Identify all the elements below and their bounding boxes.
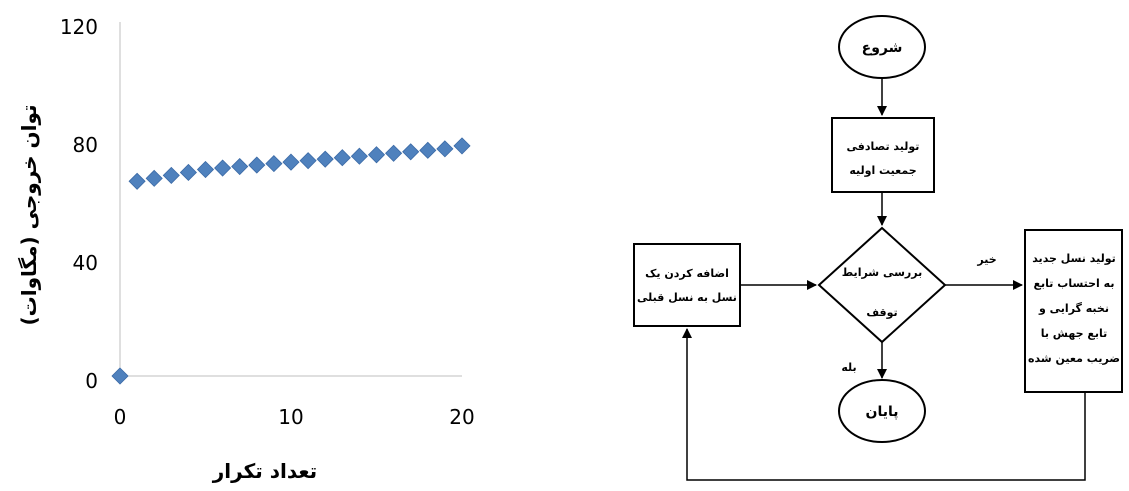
y-tick-label: 80 [73,133,98,157]
stop-condition-line2: توقف [866,306,897,319]
data-point [316,150,334,168]
new-generation-box [1024,229,1123,393]
data-point [367,146,386,164]
x-axis-title: تعداد تکرار [212,459,317,483]
x-tick-label: 0 [114,405,127,429]
new-generation-line2: به احتساب تابع [1034,277,1115,290]
data-point [350,147,368,165]
y-tick-label: 120 [60,15,98,39]
init-population-box [831,117,935,193]
data-point [299,152,317,170]
data-points [111,137,471,385]
data-point [214,159,232,177]
new-generation-line1: تولید نسل جدید [1032,252,1116,265]
add-generation-line1: اضافه کردن یک [645,267,729,280]
y-tick-label: 40 [73,251,98,275]
data-point [333,149,351,167]
init-population-line1: تولید تصادفی [847,140,920,153]
start-label: شروع [862,40,903,56]
data-point [436,140,454,158]
data-point [145,169,163,187]
data-point [231,157,249,176]
data-point [111,367,129,385]
end-node [838,379,926,443]
stop-condition-diamond [817,226,947,344]
data-point [179,163,197,182]
data-point [385,144,403,162]
end-label: پایان [866,404,899,420]
yes-label: بله [841,361,856,374]
data-point [453,137,471,155]
y-axis-title: توان خروجی (مگاوات) [17,104,41,325]
add-generation-box [633,243,741,327]
data-point [248,156,266,174]
new-generation-line5: ضریب معین شده [1028,352,1120,365]
scatter-chart: 120 80 40 0 0 10 20 تعداد تکرار توان خرو… [17,15,475,483]
data-point [419,141,437,159]
no-label: خیر [976,253,996,266]
add-generation-line2: نسل به نسل قبلی [637,291,737,304]
x-tick-label: 10 [278,405,303,429]
flowchart: شروع تولید تصادفی جمعیت اولیه بررسی شرای… [633,15,1123,481]
data-point [128,172,146,190]
y-tick-label: 0 [85,369,98,393]
data-point [162,166,180,184]
data-point [282,153,300,171]
new-generation-line4: تابع جهش با [1041,327,1108,340]
init-population-line2: جمعیت اولیه [849,164,916,177]
arrow-loop-back [682,328,1086,481]
data-point [196,160,215,179]
data-point [402,143,420,161]
data-point [265,155,283,173]
x-tick-label: 20 [449,405,474,429]
stop-condition-line1: بررسی شرایط [842,266,922,279]
new-generation-line3: نخبه گرایی و [1038,302,1109,315]
